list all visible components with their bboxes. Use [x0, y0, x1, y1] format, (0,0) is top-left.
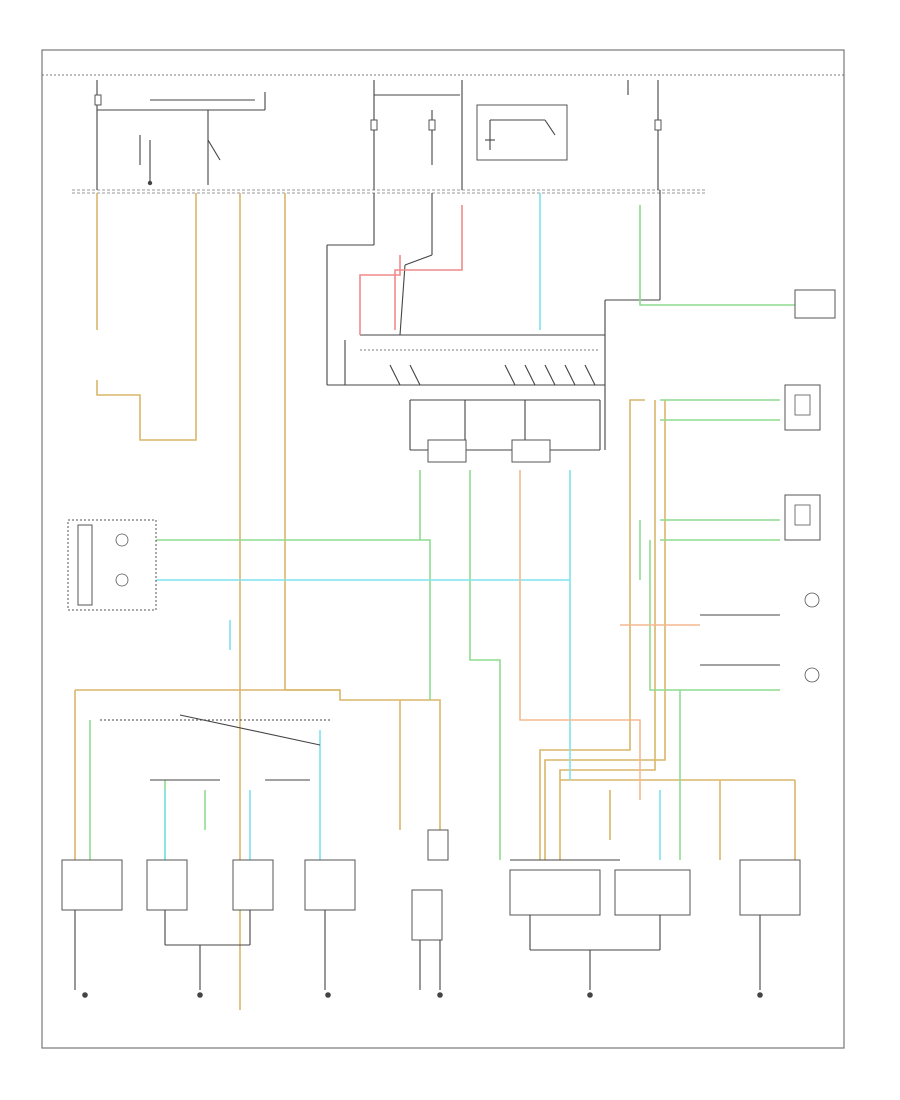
- green-wires: [89, 205, 795, 860]
- fuse-panel: [42, 74, 844, 194]
- black-wires-upper: [326, 190, 661, 463]
- ground-g3: [325, 992, 331, 998]
- instrument-cluster: [67, 519, 157, 611]
- ground-g6: [757, 992, 763, 998]
- cyan-wires: [155, 193, 661, 860]
- right-side-lamps: [700, 289, 836, 683]
- diagram-frame: [41, 49, 845, 1049]
- bottom-lamps: [61, 714, 801, 990]
- ground-g1: [82, 992, 88, 998]
- ground-g2: [197, 992, 203, 998]
- ground-points: [82, 180, 763, 998]
- orange-wires: [519, 470, 700, 800]
- ground-g7: [147, 180, 153, 186]
- ground-g4: [437, 992, 443, 998]
- ground-g5: [587, 992, 593, 998]
- pink-wires: [359, 205, 463, 335]
